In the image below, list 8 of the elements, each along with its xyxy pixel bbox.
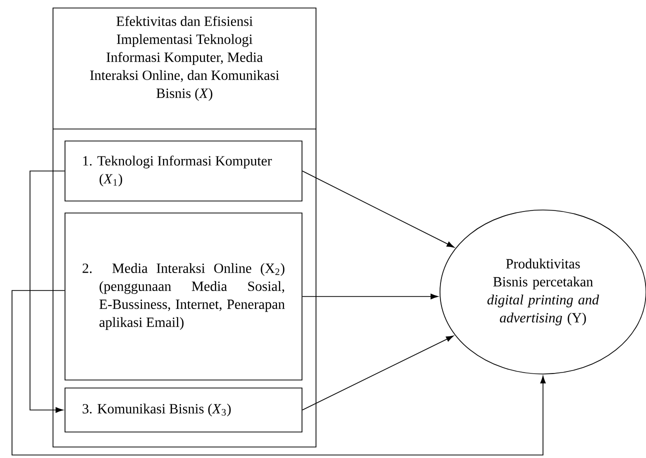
- variable-box: 1. Teknologi Informasi Komputer (X$_{1}$): [64, 140, 302, 202]
- arrow: [30, 170, 65, 413]
- variable-box: 2. Media Interaksi Online (X$_{2}$) (penggunaan Media Sosial, E-Bussiness, Internet, Penerapan aplikasi Email): [64, 212, 302, 380]
- variable-box: 3. Komunikasi Bisnis (X$_{3}$): [64, 388, 302, 432]
- arrow: [12, 290, 546, 456]
- arrow: [302, 294, 438, 300]
- arrow: [302, 336, 454, 410]
- arrow: [302, 170, 454, 248]
